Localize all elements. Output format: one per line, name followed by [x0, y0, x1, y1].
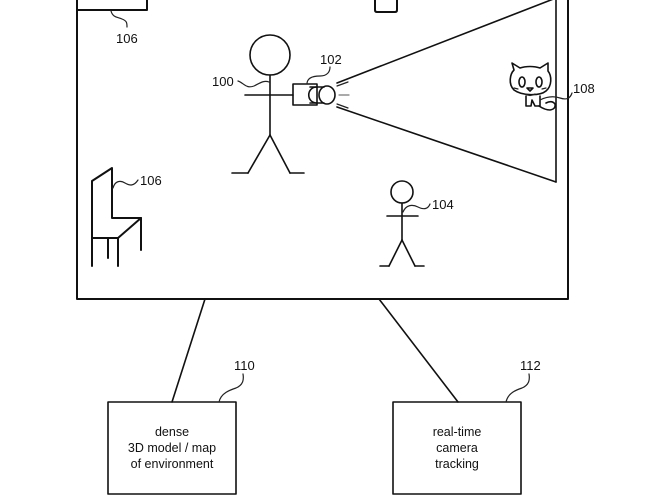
tracking-box: [392, 401, 522, 495]
ref-label-100: 100: [212, 74, 234, 89]
connector-to-tracking: [378, 298, 459, 403]
leader-106-top: [110, 10, 128, 28]
leader-110: [218, 373, 244, 403]
ref-label-106-top: 106: [116, 31, 138, 46]
ref-label-108: 108: [573, 81, 595, 96]
tracking-box-line-2: camera: [436, 441, 478, 455]
ref-label-102: 102: [320, 52, 342, 67]
model-box: [107, 401, 237, 495]
connector-to-model: [171, 298, 206, 403]
cat-icon: [509, 62, 556, 111]
object-top-center: [374, 0, 398, 13]
ref-label-104: 104: [432, 197, 454, 212]
leader-102: [306, 66, 331, 85]
object-top-left: [76, 0, 148, 11]
person-head: [390, 180, 414, 204]
environment-frame: [76, 0, 569, 300]
person-figure: [379, 180, 425, 267]
leader-112: [505, 373, 530, 403]
leader-104: [402, 203, 431, 213]
user-head: [249, 34, 291, 76]
model-box-line-1: dense: [155, 425, 189, 439]
leader-108: [539, 92, 573, 101]
camera-frustum: [336, 0, 557, 183]
leader-106-chair: [112, 179, 139, 189]
chair-icon: [91, 167, 142, 267]
ref-label-112: 112: [520, 358, 541, 373]
model-box-line-3: of environment: [131, 457, 214, 471]
user-figure: [231, 34, 305, 174]
ref-label-110: 110: [234, 358, 255, 373]
leader-100: [237, 80, 270, 88]
tracking-box-line-1: real-time: [433, 425, 482, 439]
model-box-line-2: 3D model / map: [128, 441, 216, 455]
camera-icon: [292, 81, 350, 109]
ref-label-106-chair: 106: [140, 173, 162, 188]
tracking-box-line-3: tracking: [435, 457, 479, 471]
